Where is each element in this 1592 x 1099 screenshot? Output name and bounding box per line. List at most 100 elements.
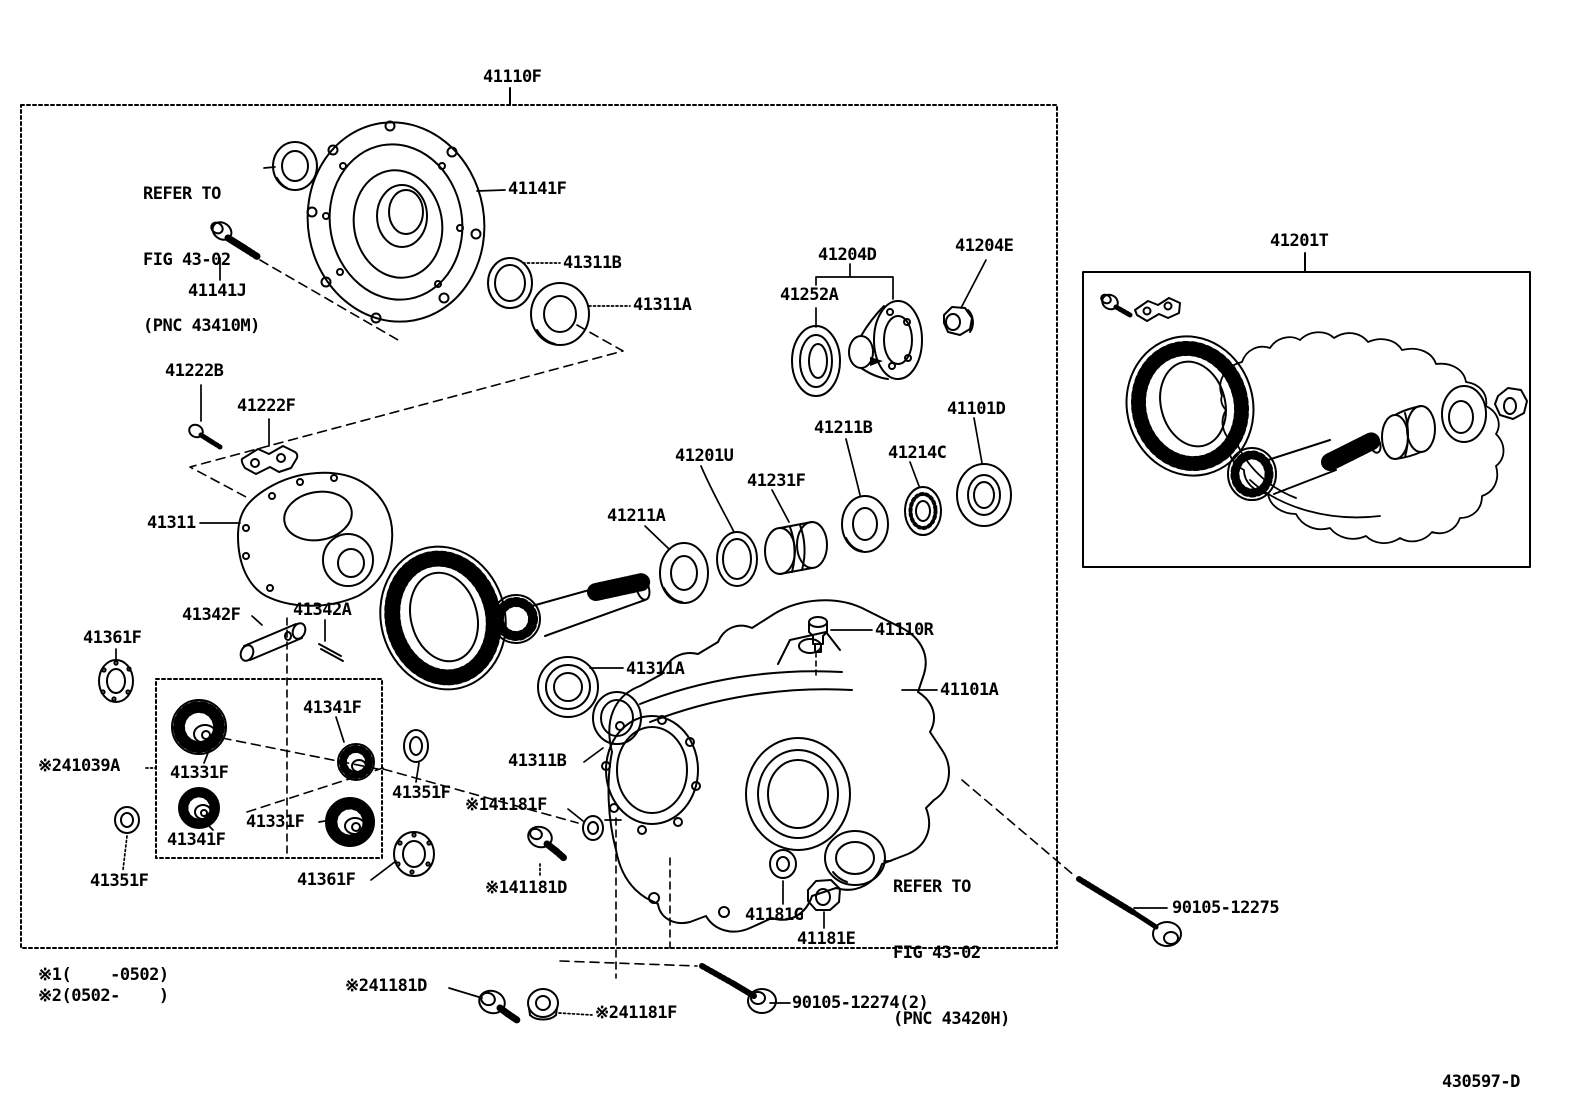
rear-seal-43420H — [824, 830, 886, 886]
side-gear-thrust-washer-41361F-right — [393, 831, 435, 877]
part-label-41311: 41311 — [147, 513, 196, 533]
straight-pin-41342A — [318, 643, 344, 662]
footnote-2: ※2(0502- ) — [38, 986, 169, 1006]
screw-241181D — [478, 989, 521, 1024]
part-label-41181E: 41181E — [797, 929, 856, 949]
part-label-41141F: 41141F — [508, 179, 567, 199]
stud-41222B — [188, 423, 223, 450]
diff-pinion-41331F-upper — [171, 699, 227, 755]
refer-note-top: REFER TO FIG 43-02 (PNC 43410M) — [143, 139, 260, 381]
spacer-41231F — [764, 521, 828, 575]
part-label-41311A-top: 41311A — [633, 295, 692, 315]
oil-seal-41101D — [956, 463, 1012, 527]
part-label-41311B-top: 41311B — [563, 253, 622, 273]
bearing-41311A-top — [530, 282, 590, 346]
part-label-141181F: ※141181F — [465, 795, 547, 815]
part-label-241039A: ※241039A — [38, 756, 120, 776]
part-label-41222F: 41222F — [237, 396, 296, 416]
diff-pinion-41331F-lower — [325, 797, 375, 847]
refer-note-bottom-line1: REFER TO — [893, 877, 971, 897]
part-label-41181G: 41181G — [745, 905, 804, 925]
part-label-41110F: 41110F — [483, 67, 542, 87]
kit-lock-plate — [1134, 297, 1181, 322]
part-label-41331F-upper: 41331F — [170, 763, 229, 783]
part-label-141181D: ※141181D — [485, 878, 567, 898]
part-label-41101A: 41101A — [940, 680, 999, 700]
kit-drive-pinion — [1227, 432, 1382, 501]
bolt-90105-12275 — [1076, 876, 1182, 947]
part-label-41201T: 41201T — [1270, 231, 1329, 251]
part-label-41201U: 41201U — [675, 446, 734, 466]
part-label-41204D: 41204D — [818, 245, 877, 265]
drain-plug-41181E — [807, 879, 841, 911]
pinion-shaft-41342F — [239, 622, 307, 662]
cover-bolt-41141J — [210, 221, 262, 261]
carrier-cover-41141F — [306, 120, 486, 324]
plate-washer-41214C — [904, 486, 942, 536]
seal-ring-41311B-lower — [592, 691, 642, 745]
refer-note-bottom-line3: (PNC 43420H) — [893, 1009, 1010, 1029]
part-label-241181D: ※241181D — [345, 976, 427, 996]
seal-ring-41311B-top — [487, 257, 533, 309]
part-label-41252A: 41252A — [780, 285, 839, 305]
kit-bolt — [1100, 293, 1133, 318]
bearing-41211A — [659, 542, 709, 604]
part-label-41231F: 41231F — [747, 471, 806, 491]
main-assembly-box — [20, 87, 1058, 949]
bearing-41211B — [841, 495, 889, 553]
refer-note-top-line2: FIG 43-02 — [143, 250, 231, 270]
side-gear-thrust-washer-41361F-left — [98, 659, 134, 703]
part-label-41141J: 41141J — [188, 281, 247, 301]
flange-nut-41204E — [943, 306, 974, 336]
part-label-41361F-right: 41361F — [297, 870, 356, 890]
bearing-41311A-lower — [537, 656, 599, 718]
ring-gear-and-pinion — [379, 545, 651, 691]
kit-ring-gear — [1125, 335, 1255, 477]
refer-note-top-line1: REFER TO — [143, 184, 221, 204]
nut-241181F — [527, 988, 559, 1021]
side-gear-41341F-lower — [178, 787, 220, 829]
ring-pinion-kit-box — [1082, 252, 1531, 568]
part-label-41361F-left: 41361F — [83, 628, 142, 648]
gasket-141181F — [582, 815, 604, 841]
part-label-41211A: 41211A — [607, 506, 666, 526]
part-label-41341F-upper: 41341F — [303, 698, 362, 718]
part-label-41204E: 41204E — [955, 236, 1014, 256]
race-41201U — [716, 531, 758, 587]
doc-number: 430597-D — [1442, 1072, 1520, 1092]
part-label-41311B-lower: 41311B — [508, 751, 567, 771]
gasket-41181G — [769, 849, 797, 879]
part-label-41342A: 41342A — [293, 600, 352, 620]
part-label-41222B: 41222B — [165, 361, 224, 381]
part-label-90105-12275: 90105-12275 — [1172, 898, 1280, 918]
dust-seal-41252A — [791, 325, 841, 397]
side-gear-41341F-upper — [337, 743, 375, 781]
part-label-41311A-lower: 41311A — [626, 659, 685, 679]
bolt-90105-12274 — [699, 963, 777, 1014]
part-label-41351F-right: 41351F — [392, 783, 451, 803]
footnote-1: ※1( -0502) — [38, 965, 169, 985]
refer-note-top-line3: (PNC 43410M) — [143, 316, 260, 336]
part-label-41341F-lower: 41341F — [167, 830, 226, 850]
part-label-41342F: 41342F — [182, 605, 241, 625]
part-label-41351F-left: 41351F — [90, 871, 149, 891]
kit-housing-sketch — [1219, 331, 1505, 544]
part-label-41331F-lower: 41331F — [246, 812, 305, 832]
kit-bearing — [1441, 385, 1487, 443]
thrust-washer-41351F-left — [114, 806, 140, 834]
differential-case-41311 — [237, 471, 394, 607]
kit-spacer-boot — [1381, 405, 1436, 460]
thrust-washer-41351F-right — [403, 729, 429, 763]
part-label-90105-12274: 90105-12274(2) — [792, 993, 929, 1013]
part-label-41101D: 41101D — [947, 399, 1006, 419]
part-label-41214C: 41214C — [888, 443, 947, 463]
side-oil-seal-43410M — [272, 141, 318, 191]
screw-141181D — [527, 825, 568, 862]
companion-flange-41204D — [848, 300, 923, 380]
lock-plate-41222F — [240, 445, 299, 475]
part-label-41110R: 41110R — [875, 620, 934, 640]
part-label-241181F: ※241181F — [595, 1003, 677, 1023]
kit-nut — [1494, 387, 1528, 420]
